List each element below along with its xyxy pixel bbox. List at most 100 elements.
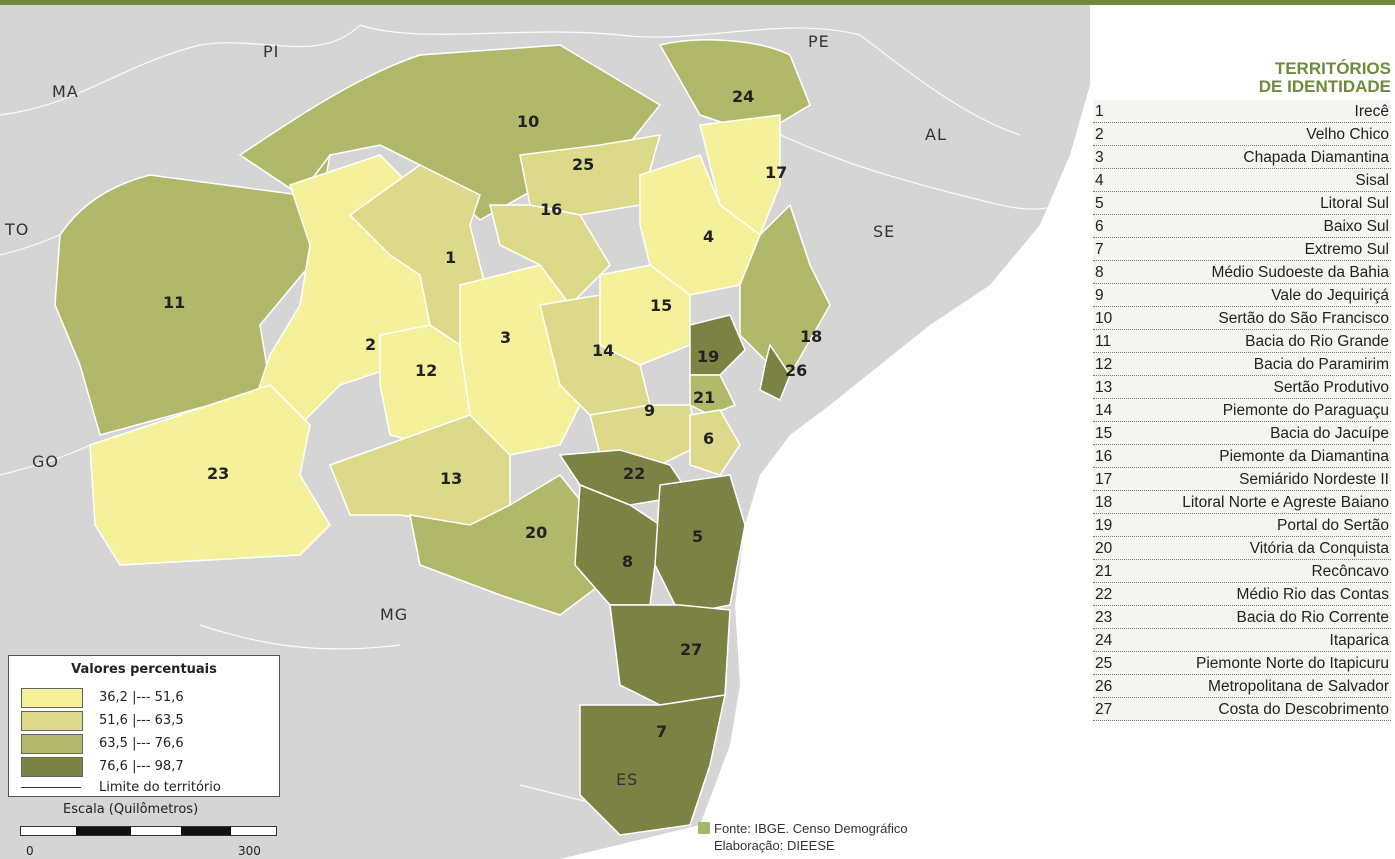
territory-row-number: 16 (1095, 448, 1113, 465)
territory-24 (658, 39, 811, 136)
territory-row-name: Piemonte do Paraguaçu (1222, 402, 1389, 419)
territory-row-number: 12 (1095, 356, 1113, 373)
territory-row: 1 Irecê (1093, 100, 1391, 123)
territory-23 (89, 384, 331, 566)
territory-number-19: 19 (697, 347, 719, 366)
territory-row-number: 17 (1095, 471, 1113, 488)
territory-row-number: 8 (1095, 264, 1104, 281)
legend-title: Valores percentuais (71, 662, 217, 677)
territory-number-7: 7 (656, 722, 667, 741)
territory-row: 2 Velho Chico (1093, 123, 1391, 146)
state-label-go: GO (32, 452, 59, 471)
territory-number-21: 21 (693, 388, 715, 407)
territory-row-name: Extremo Sul (1304, 241, 1389, 258)
territory-row-name: Vitória da Conquista (1249, 540, 1389, 557)
territory-row-number: 18 (1095, 494, 1113, 511)
territory-11 (54, 154, 331, 436)
ocean-area (560, 5, 1090, 859)
territory-row-number: 25 (1095, 655, 1113, 672)
source-line-2: Elaboração: DIEESE (698, 837, 908, 854)
state-borders (0, 24, 1061, 816)
scale-segment-1 (76, 827, 131, 835)
territory-row-number: 3 (1095, 149, 1104, 166)
territories-panel: TERRITÓRIOS DE IDENTIDADE 1 Irecê 2 Velho C… (1093, 60, 1391, 721)
territory-row: 10 Sertão do São Francisco (1093, 307, 1391, 330)
territory-row-number: 27 (1095, 701, 1113, 718)
territory-number-14: 14 (592, 341, 614, 360)
legend-limit-label: Limite do território (99, 780, 221, 795)
territory-row-name: Litoral Sul (1320, 195, 1389, 212)
territory-row: 26 Metropolitana de Salvador (1093, 675, 1391, 698)
source-note: Fonte: IBGE. Censo Demográfico Elaboraçã… (698, 820, 908, 854)
territory-number-20: 20 (525, 523, 547, 542)
territory-number-12: 12 (415, 361, 437, 380)
territory-number-10: 10 (517, 112, 539, 131)
territory-number-15: 15 (650, 296, 672, 315)
state-label-pe: PE (808, 32, 830, 51)
territory-number-25: 25 (572, 155, 594, 174)
territory-row: 21 Recôncavo (1093, 560, 1391, 583)
scale-bar-area: Escala (Quilômetros) 0 300 (8, 802, 288, 859)
territory-row-name: Bacia do Rio Grande (1245, 333, 1389, 350)
territory-row-name: Bacia do Paramirim (1253, 356, 1389, 373)
territory-row-number: 7 (1095, 241, 1104, 258)
territory-14 (539, 294, 651, 416)
legend-limit-line (21, 787, 81, 788)
territory-number-17: 17 (765, 163, 787, 182)
territory-row-name: Metropolitana de Salvador (1208, 678, 1389, 695)
legend-label-1: 36,2 |--- 51,6 (99, 690, 184, 705)
territory-row-number: 15 (1095, 425, 1113, 442)
territory-number-3: 3 (500, 328, 511, 347)
territory-row-number: 6 (1095, 218, 1104, 235)
source-line-1: Fonte: IBGE. Censo Demográfico (698, 820, 908, 837)
territory-row-number: 26 (1095, 678, 1113, 695)
territory-row-name: Recôncavo (1311, 563, 1389, 580)
scale-max-label: 300 (238, 844, 261, 858)
territory-row-number: 22 (1095, 586, 1113, 603)
territory-number-5: 5 (692, 527, 703, 546)
territory-row-name: Sertão do São Francisco (1218, 310, 1389, 327)
territory-number-24: 24 (732, 87, 754, 106)
territories (54, 39, 831, 836)
top-accent-line (0, 0, 1395, 5)
territories-title-line-2: DE IDENTIDADE (1258, 77, 1391, 96)
territory-6 (689, 409, 741, 476)
territories-title-line-1: TERRITÓRIOS (1274, 59, 1391, 78)
territory-row-number: 19 (1095, 517, 1113, 534)
legend-swatch-1 (21, 688, 83, 708)
state-label-se: SE (873, 222, 895, 241)
legend-label-2: 51,6 |--- 63,5 (99, 713, 184, 728)
state-label-mg: MG (380, 605, 408, 624)
territory-number-26: 26 (785, 361, 807, 380)
legend-label-3: 63,5 |--- 76,6 (99, 736, 184, 751)
territory-row-name: Piemonte Norte do Itapicuru (1196, 655, 1389, 672)
legend-class-2: 51,6 |--- 63,5 (21, 711, 271, 731)
territory-row-number: 23 (1095, 609, 1113, 626)
territory-row-number: 9 (1095, 287, 1104, 304)
territory-row-name: Vale do Jequiriçá (1271, 287, 1389, 304)
territory-row-name: Médio Rio das Contas (1236, 586, 1390, 603)
map-legend: Valores percentuais 36,2 |--- 51,6 51,6 … (8, 655, 280, 797)
territory-row-number: 2 (1095, 126, 1104, 143)
territory-row-name: Itaparica (1329, 632, 1389, 649)
territory-number-6: 6 (703, 429, 714, 448)
territory-row-name: Irecê (1354, 103, 1389, 120)
legend-class-4: 76,6 |--- 98,7 (21, 757, 271, 777)
territory-row: 6 Baixo Sul (1093, 215, 1391, 238)
territory-row-name: Velho Chico (1306, 126, 1389, 143)
source-marker-icon (698, 822, 710, 834)
scale-bar (20, 826, 277, 836)
legend-swatch-2 (21, 711, 83, 731)
source-text-2: Elaboração: DIEESE (714, 838, 835, 853)
territory-row-number: 21 (1095, 563, 1113, 580)
territory-row-name: Baixo Sul (1323, 218, 1389, 235)
territory-21 (689, 374, 737, 416)
territory-row-number: 10 (1095, 310, 1113, 327)
territory-row-number: 1 (1095, 103, 1104, 120)
